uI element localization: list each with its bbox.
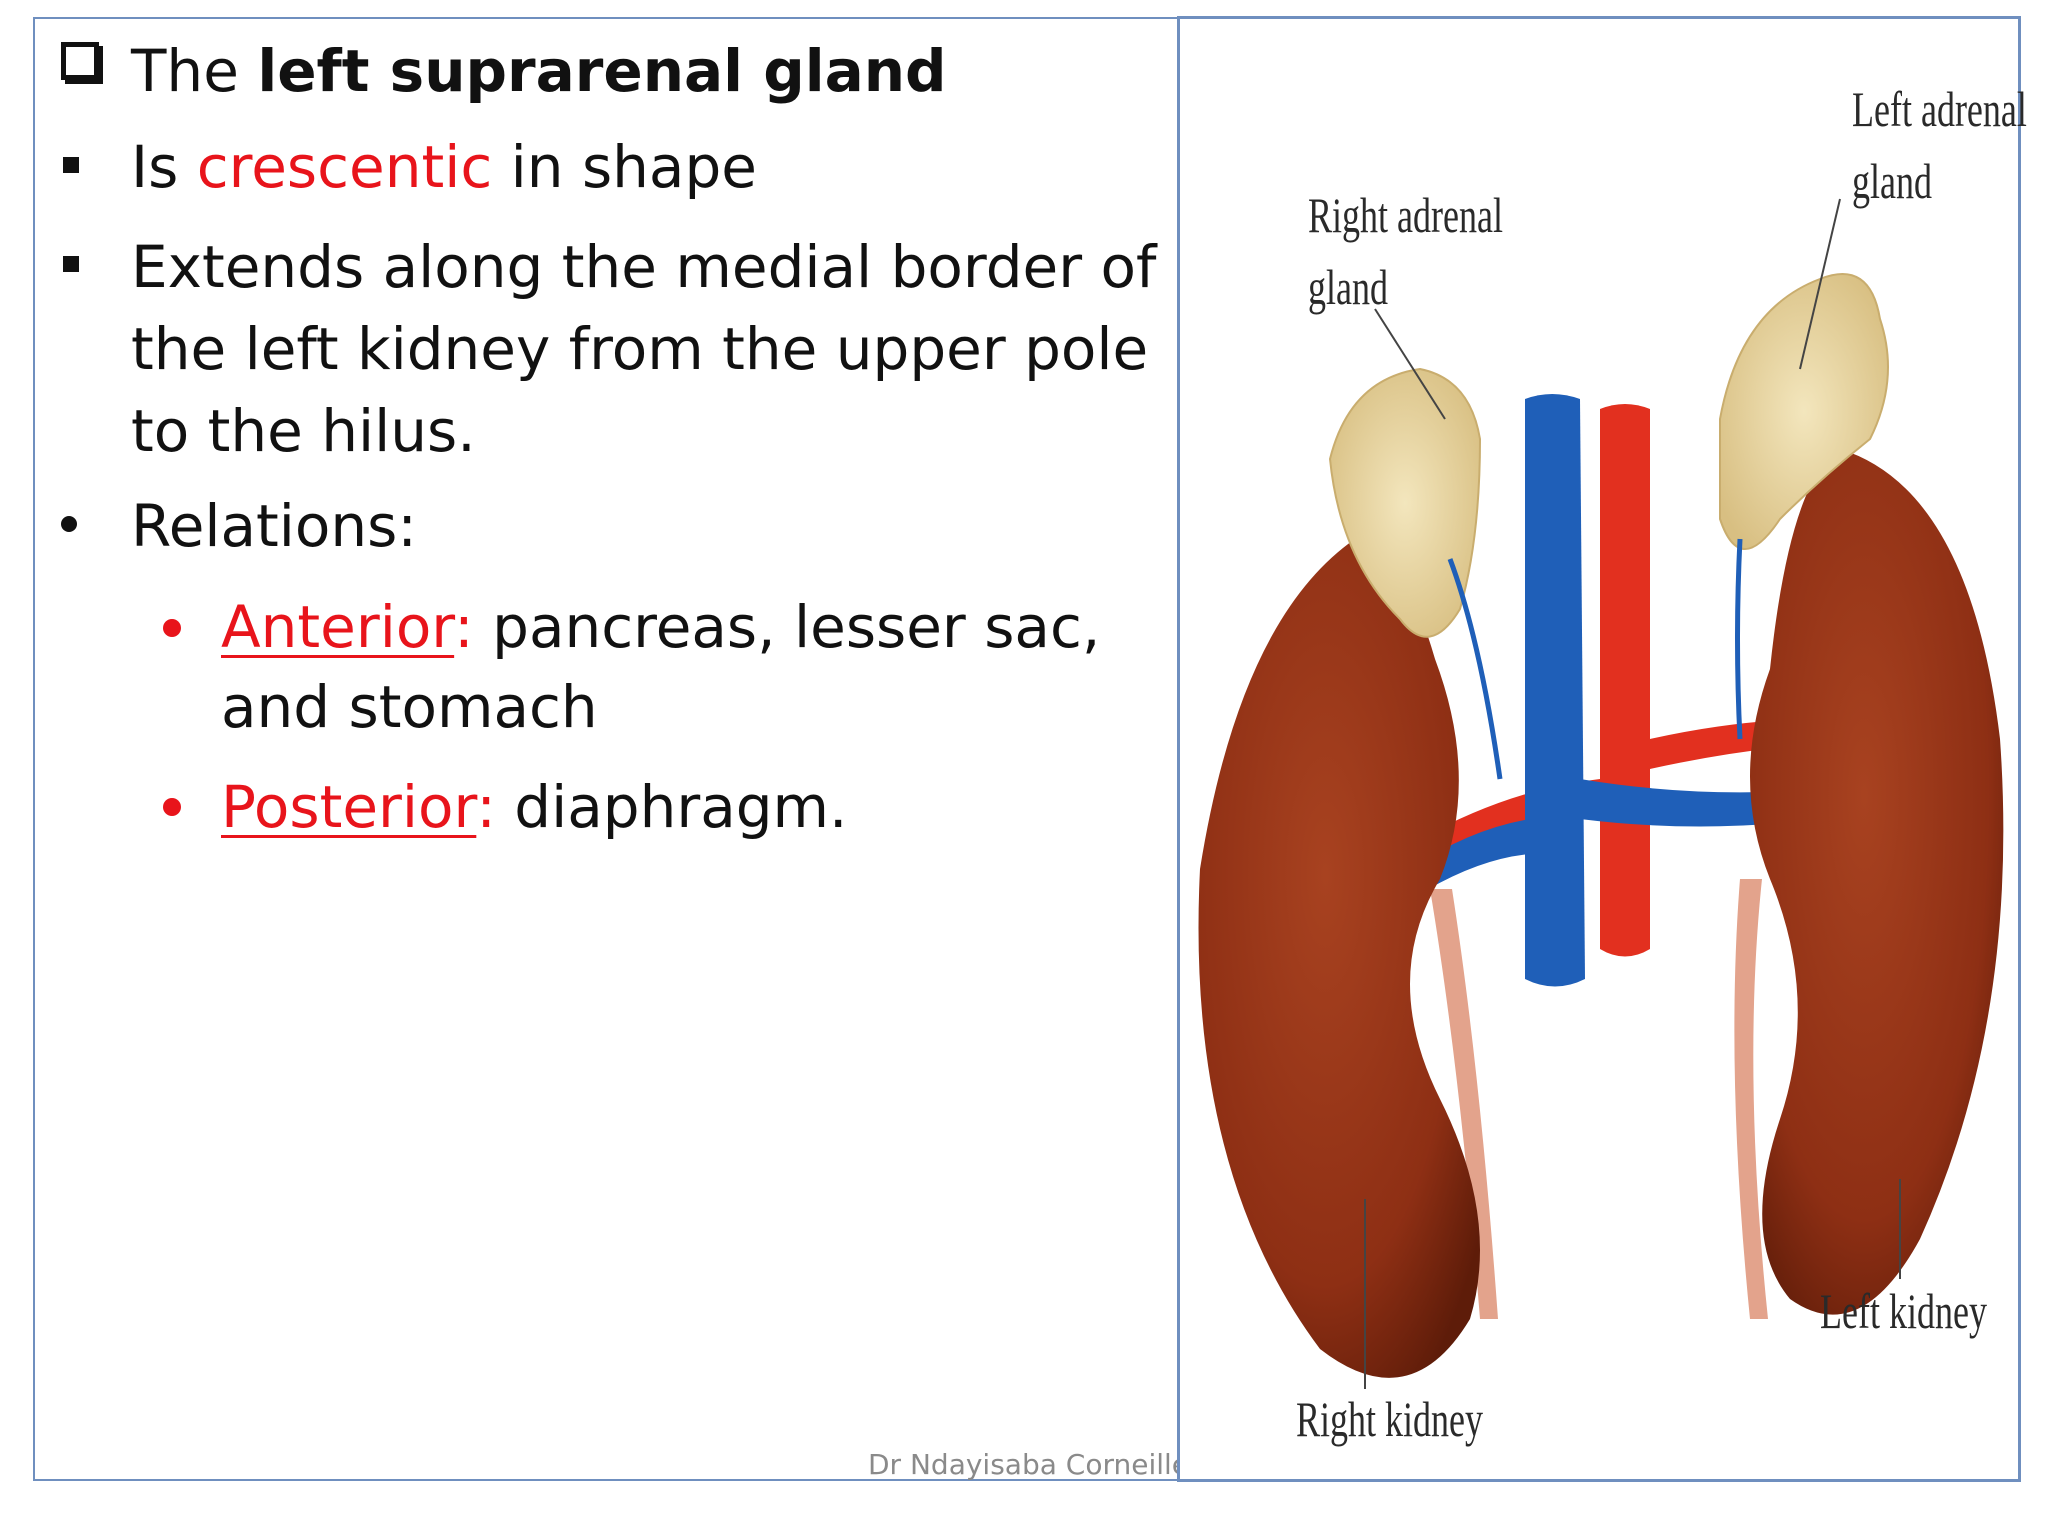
bullet-extent-line-3: to the hilus.: [131, 397, 476, 465]
heading-prefix: The: [131, 37, 258, 105]
leader-line: [1374, 308, 1446, 420]
right-ureter: [1430, 889, 1498, 1319]
checkbox-icon: [61, 42, 99, 80]
right-kidney: [1198, 539, 1480, 1378]
anterior-text-line-2: and stomach: [221, 673, 598, 741]
red-bullet-icon: [163, 619, 181, 637]
square-bullet-icon: [63, 256, 79, 272]
label-right-adrenal-line-1: Right adrenal: [1308, 187, 1503, 243]
left-kidney: [1750, 449, 2004, 1315]
posterior-text: diaphragm.: [495, 773, 848, 841]
left-ureter: [1734, 879, 1768, 1319]
anterior-label: Anterior: [221, 593, 455, 661]
sub-bullet-posterior: Posterior: diaphragm.: [221, 766, 847, 848]
heading-bold: left suprarenal gland: [257, 37, 947, 105]
right-adrenal-gland: [1328, 367, 1482, 638]
slide-heading: The left suprarenal gland: [131, 30, 947, 112]
bullet-shape: Is crescentic in shape: [131, 126, 757, 208]
kidney-adrenal-illustration: Right adrenal gland Left adrenal gland R…: [1177, 16, 2027, 1482]
bullet-shape-highlight: crescentic: [196, 133, 493, 201]
bullet-extent-line-1: Extends along the medial border of: [131, 233, 1157, 301]
leader-line: [1799, 198, 1841, 370]
label-right-kidney: Right kidney: [1296, 1391, 1483, 1447]
bullet-relations: Relations:: [131, 492, 417, 560]
label-left-adrenal-line-1: Left adrenal: [1852, 81, 2027, 137]
bullet-shape-post: in shape: [492, 133, 757, 201]
anterior-text-line-1: pancreas, lesser sac,: [473, 593, 1101, 661]
square-bullet-icon: [63, 157, 79, 173]
bullet-shape-pre: Is: [131, 133, 197, 201]
bullet-extent-line-2: the left kidney from the upper pole: [131, 315, 1149, 383]
left-adrenal-gland: [1719, 273, 1889, 550]
aorta: [1600, 404, 1650, 957]
label-left-kidney: Left kidney: [1820, 1283, 1987, 1339]
sub-bullet-anterior: Anterior: pancreas, lesser sac,: [221, 586, 1100, 668]
footer-author: Dr Ndayisaba Corneille: [868, 1448, 1190, 1481]
anatomy-drawing: [1198, 198, 2004, 1389]
label-left-adrenal-line-2: gland: [1852, 153, 1932, 209]
red-bullet-icon: [163, 798, 181, 816]
inferior-vena-cava: [1525, 394, 1585, 987]
adrenal-vessel: [1447, 558, 1503, 780]
posterior-label: Posterior: [221, 773, 477, 841]
label-right-adrenal-line-2: gland: [1308, 259, 1388, 315]
round-bullet-icon: [61, 516, 77, 532]
anterior-colon: :: [454, 593, 474, 661]
adrenal-vessel: [1735, 538, 1743, 740]
posterior-colon: :: [476, 773, 496, 841]
